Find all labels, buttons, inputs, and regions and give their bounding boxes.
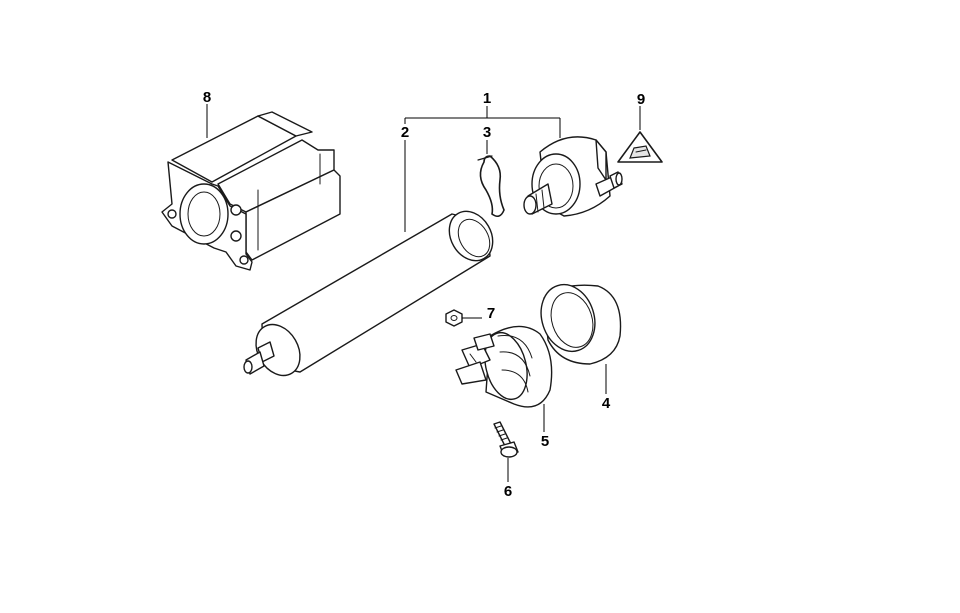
- callout-4: 4: [602, 395, 611, 412]
- callout-3: 3: [483, 124, 491, 141]
- callout-5: 5: [541, 433, 549, 450]
- callout-8: 8: [203, 89, 211, 106]
- nut-icon[interactable]: [445, 309, 463, 327]
- rubber-ring-icon[interactable]: [533, 278, 622, 365]
- screw-icon[interactable]: [493, 421, 519, 458]
- pressure-regulator-icon[interactable]: [523, 136, 623, 217]
- fuel-filter-icon[interactable]: [243, 203, 501, 383]
- leader-lines: [206, 104, 641, 482]
- callout-2: 2: [401, 124, 409, 141]
- callout-labels: 1 2 3 4 5 6 7 8 9: [203, 89, 645, 500]
- retaining-clip-icon[interactable]: [477, 155, 505, 218]
- callout-1: 1: [483, 90, 491, 107]
- callout-9: 9: [637, 91, 645, 108]
- callout-7: 7: [487, 305, 495, 322]
- bracket-icon[interactable]: [455, 325, 553, 408]
- filter-housing-icon[interactable]: [161, 111, 341, 271]
- warning-triangle-icon[interactable]: [617, 131, 663, 163]
- callout-6: 6: [504, 483, 512, 500]
